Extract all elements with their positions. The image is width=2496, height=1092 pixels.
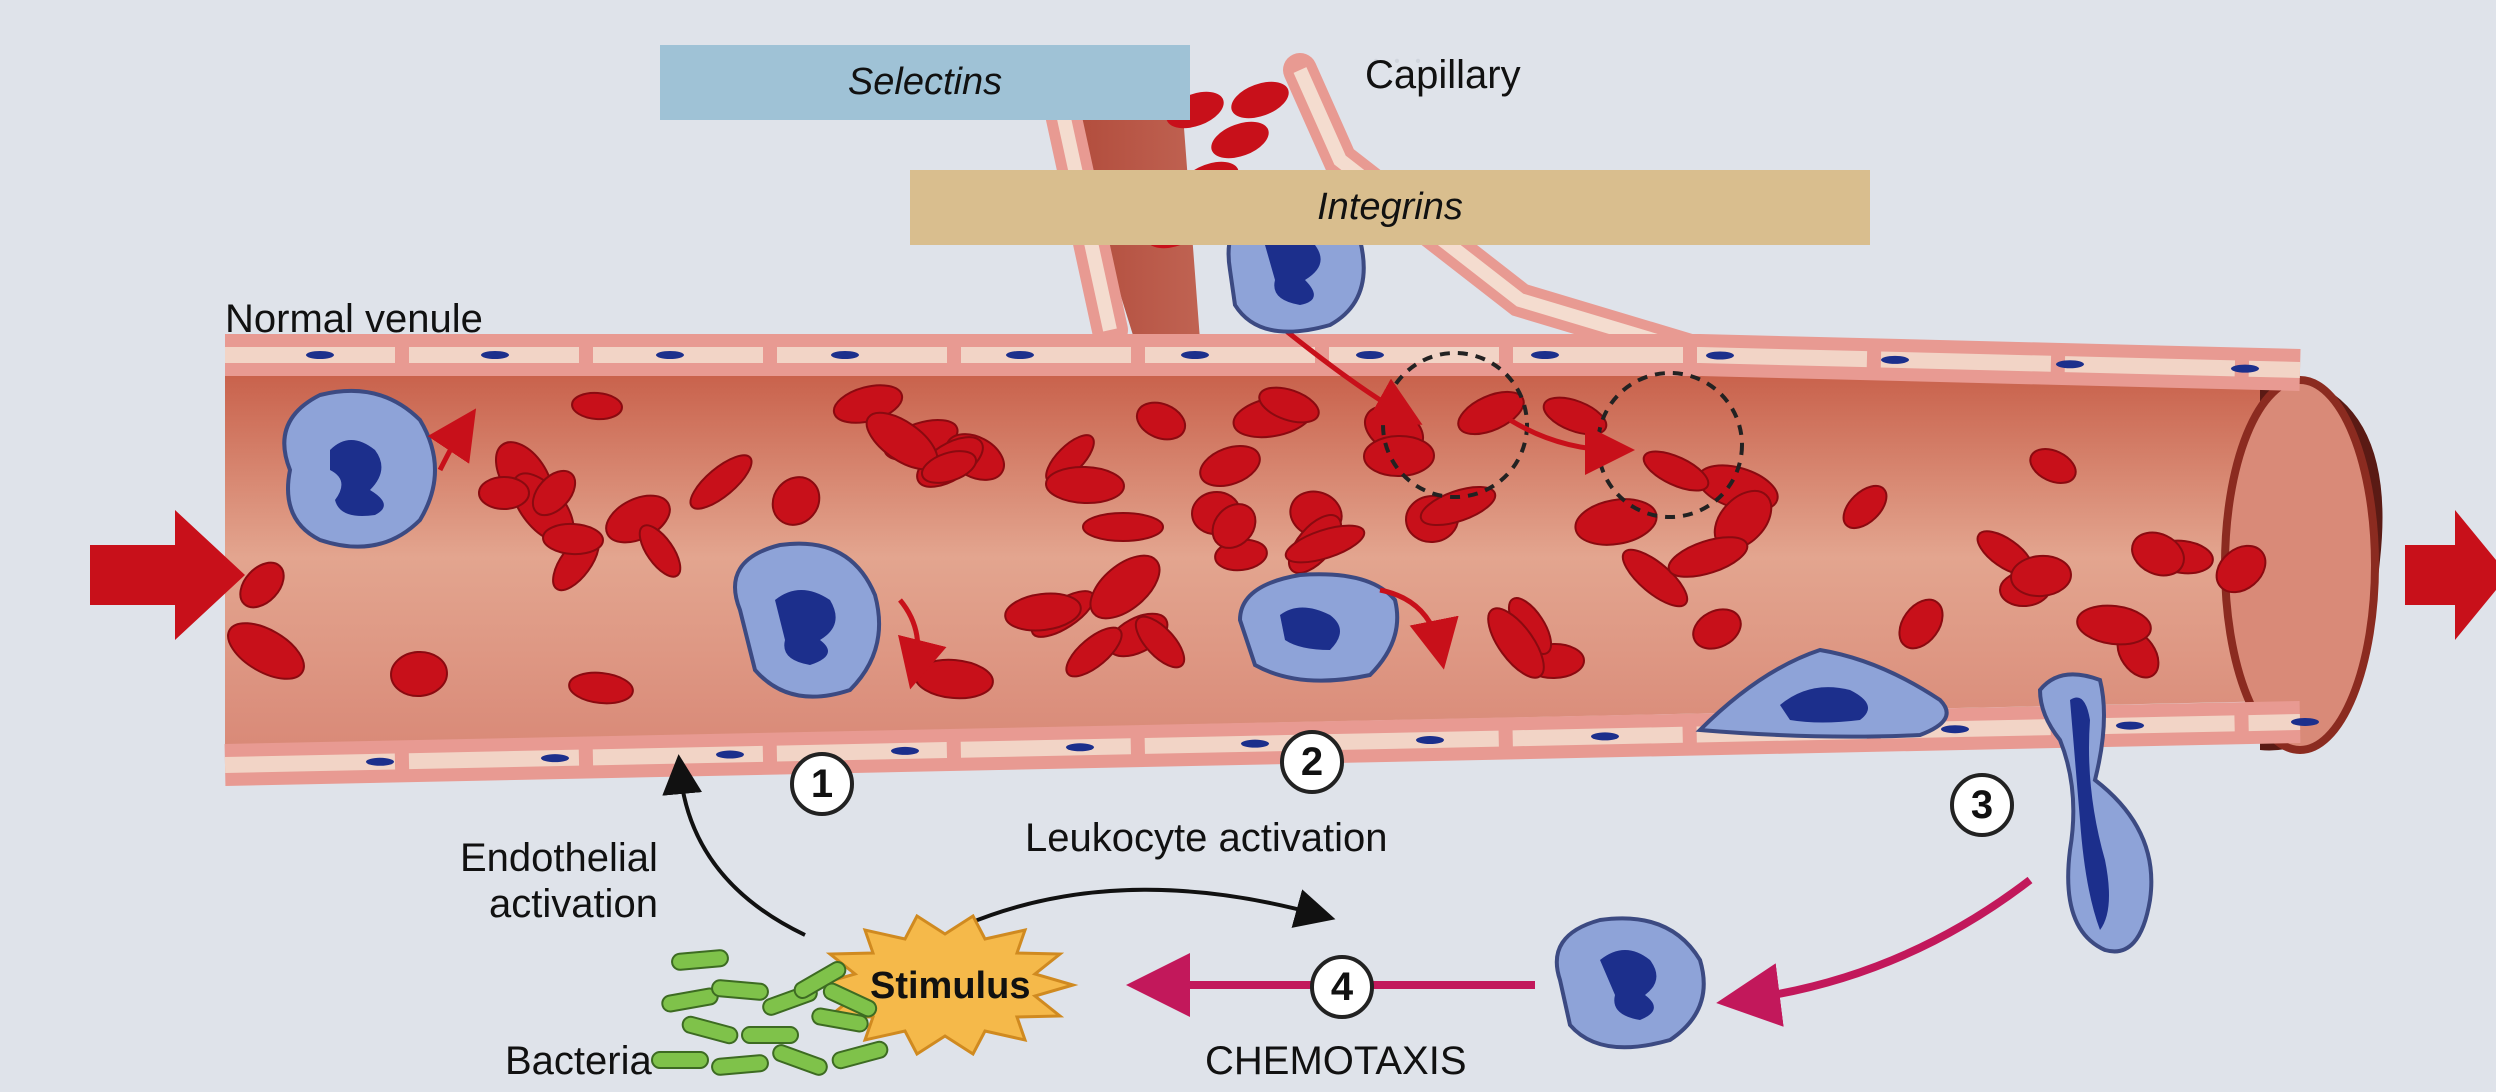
endothelial-nucleus xyxy=(656,351,684,359)
endothelial-nucleus xyxy=(366,758,394,766)
flow-arrow-left xyxy=(90,510,245,640)
endothelial-nucleus xyxy=(2231,365,2259,373)
chemotaxis-label: CHEMOTAXIS xyxy=(1205,1038,1467,1084)
endothelial-activation-arrow xyxy=(680,770,805,935)
endothelial-nucleus xyxy=(541,754,569,762)
endothelial-nucleus xyxy=(1066,743,1094,751)
endothelial-nucleus xyxy=(2056,360,2084,368)
red-blood-cell xyxy=(1206,115,1273,166)
step-3-badge: 3 xyxy=(1950,773,2014,837)
leukocyte xyxy=(1557,918,1704,1047)
step-4-badge: 4 xyxy=(1310,955,1374,1019)
endothelial-nucleus xyxy=(2291,718,2319,726)
leukocyte xyxy=(284,391,435,547)
bacterium xyxy=(661,987,719,1012)
bacterium xyxy=(742,1027,798,1043)
leukocyte xyxy=(735,544,879,697)
endothelial-nucleus xyxy=(1591,732,1619,740)
red-blood-cell xyxy=(479,477,529,509)
endothelial-nucleus xyxy=(716,751,744,759)
red-blood-cell xyxy=(1364,435,1435,476)
capillary-label: Capillary xyxy=(1365,52,1521,98)
step-1-badge: 1 xyxy=(790,752,854,816)
endothelial-activation-label: Endothelial activation xyxy=(460,835,658,927)
endothelial-nucleus xyxy=(1941,725,1969,733)
endothelial-nucleus xyxy=(1881,356,1909,364)
leukocyte xyxy=(1240,574,1397,680)
migration-arrow xyxy=(1740,880,2030,1000)
bacteria-label: Bacteria xyxy=(505,1038,652,1084)
bacterium xyxy=(652,1052,708,1068)
leukocyte-activation-arrow xyxy=(965,890,1320,925)
endothelial-activation-line1: Endothelial xyxy=(460,835,658,881)
endothelial-nucleus xyxy=(891,747,919,755)
endothelial-nucleus xyxy=(1416,736,1444,744)
stimulus-label: Stimulus xyxy=(870,965,1030,1009)
integrins-label: Integrins xyxy=(1317,186,1463,229)
endothelial-nucleus xyxy=(1241,740,1269,748)
endothelial-nucleus xyxy=(1181,351,1209,359)
bacterium xyxy=(671,950,728,971)
endothelial-activation-line2: activation xyxy=(460,881,658,927)
bacterium xyxy=(711,1055,768,1076)
endothelial-nucleus xyxy=(306,351,334,359)
endothelial-nucleus xyxy=(1006,351,1034,359)
red-blood-cell xyxy=(1083,513,1163,541)
step-2-badge: 2 xyxy=(1280,730,1344,794)
selectins-label: Selectins xyxy=(848,61,1002,104)
selectins-band: Selectins xyxy=(660,45,1190,120)
bacterium xyxy=(681,1015,739,1045)
flow-arrow-right xyxy=(2405,510,2496,640)
normal-venule-label: Normal venule xyxy=(225,296,483,342)
endothelial-nucleus xyxy=(1356,351,1384,359)
bacterium xyxy=(831,1040,889,1070)
bacterium xyxy=(711,980,768,1001)
leukocyte-activation-label: Leukocyte activation xyxy=(1025,815,1387,861)
endothelial-nucleus xyxy=(1706,352,1734,360)
endothelial-nucleus xyxy=(1531,351,1559,359)
endothelial-nucleus xyxy=(2116,722,2144,730)
red-blood-cell xyxy=(1226,75,1293,126)
endothelial-nucleus xyxy=(831,351,859,359)
endothelial-nucleus xyxy=(481,351,509,359)
bacterium xyxy=(771,1043,829,1077)
integrins-band: Integrins xyxy=(910,170,1870,245)
